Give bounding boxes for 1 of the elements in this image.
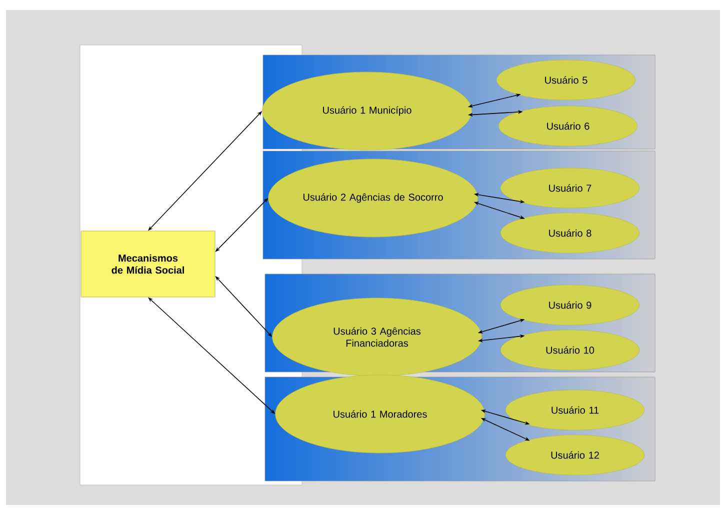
process-box: Mecanismos de Mídia Social xyxy=(80,230,216,298)
